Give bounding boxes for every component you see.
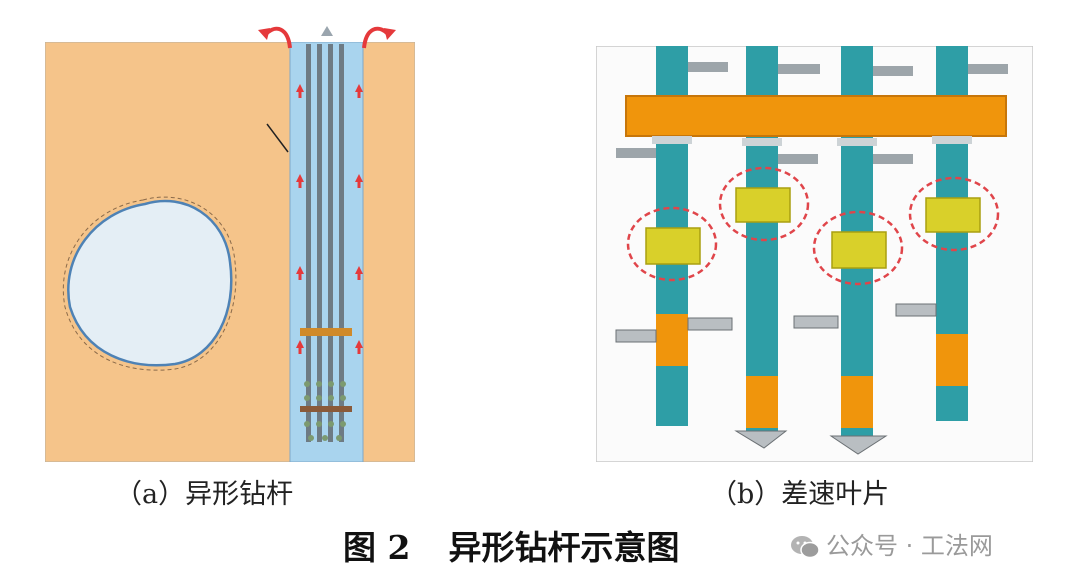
highlight-circle	[812, 210, 904, 286]
panel-b-differential-blade-illustration	[596, 46, 1033, 462]
rod-bracket-lower	[300, 406, 352, 412]
drill-rod	[339, 44, 344, 442]
flow-arrows	[296, 84, 363, 354]
watermark-text: 公众号 · 工法网	[826, 532, 993, 560]
highlight-circles	[626, 166, 1000, 286]
flow-arrow-up	[355, 174, 363, 188]
blade	[925, 197, 981, 233]
blade	[645, 227, 701, 265]
highlight-circle	[908, 176, 1000, 252]
flow-arrow-up	[296, 340, 304, 354]
drill-rod	[306, 44, 311, 442]
watermark: 公众号 · 工法网	[790, 526, 993, 561]
flow-arrow-up	[355, 266, 363, 280]
rod-top-cap	[321, 26, 333, 36]
flow-arrow-up	[296, 84, 304, 98]
wechat-icon	[791, 536, 820, 559]
outflow-arrow-left	[264, 26, 292, 49]
flow-arrow-up	[296, 174, 304, 188]
flow-arrow-up	[296, 266, 304, 280]
caption-panel-a: （a）异形钻杆	[115, 479, 294, 510]
tunnel-outline-dashed	[62, 196, 237, 371]
annotation-pointer-line	[266, 123, 289, 153]
drill-rod	[317, 44, 322, 442]
highlight-circle	[718, 166, 810, 242]
rod-bracket	[300, 328, 352, 336]
side-brackets	[616, 62, 1008, 164]
drill-rod	[328, 44, 333, 442]
panel-a-drill-rod-diagram	[45, 42, 415, 462]
drill-rods	[306, 44, 344, 442]
frame-collars	[652, 136, 972, 146]
caption-panel-b: （b）差速叶片	[710, 479, 890, 510]
bottom-blades	[304, 381, 346, 441]
tunnel-cross-section	[67, 199, 233, 367]
outflow-arrow-right	[362, 26, 390, 49]
differential-blades	[645, 187, 981, 269]
orange-lower-segments	[656, 314, 968, 428]
cutter-teeth	[615, 303, 937, 455]
borehole-column	[289, 42, 364, 462]
blade	[831, 231, 887, 269]
figure-number: 图 2	[343, 528, 411, 567]
figure-title-text: 异形钻杆示意图	[448, 528, 680, 567]
flow-arrow-up	[355, 84, 363, 98]
flow-arrow-up	[355, 340, 363, 354]
orange-top-frame	[625, 95, 1007, 137]
highlight-circle	[626, 206, 718, 282]
figure-title: 图 2 异形钻杆示意图	[343, 521, 679, 569]
blade	[735, 187, 791, 223]
outflow-arrows	[258, 26, 396, 49]
